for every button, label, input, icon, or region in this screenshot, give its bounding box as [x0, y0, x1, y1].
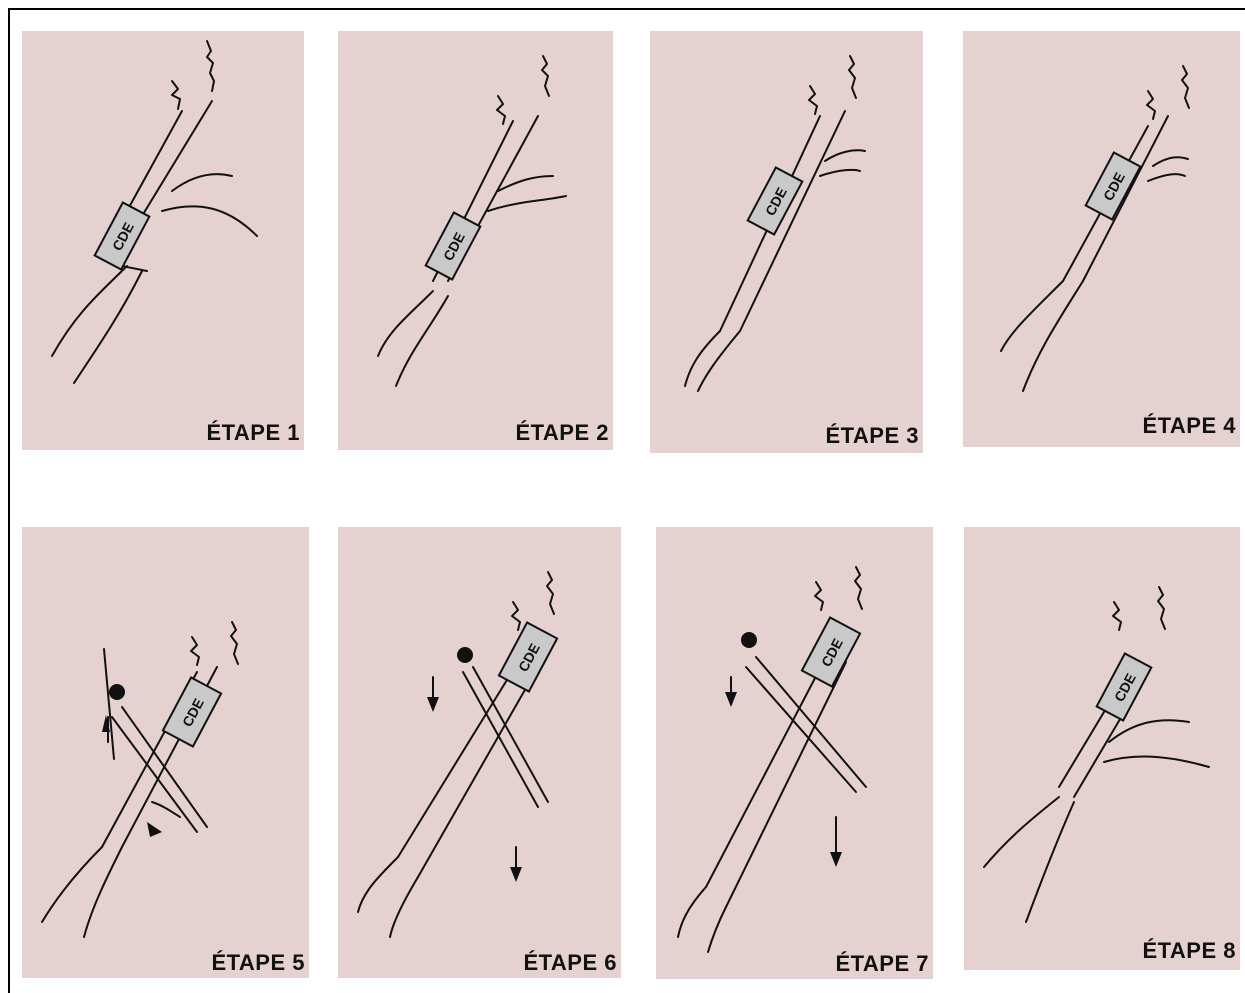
step-label-1: ÉTAPE 1: [206, 420, 300, 446]
step-label-6: ÉTAPE 6: [523, 950, 617, 976]
arrow-down-icon: [427, 697, 439, 712]
step-panel-6: CDE ÉTAPE 6: [338, 527, 621, 978]
step-label-4: ÉTAPE 4: [1142, 413, 1236, 439]
step-label-3: ÉTAPE 3: [825, 423, 919, 449]
bird-leg-banding-illustration-7: CDE: [656, 527, 933, 979]
step-panel-1: CDE ÉTAPE 1: [22, 31, 304, 450]
bird-leg-banding-illustration-5: CDE: [22, 527, 309, 978]
step-panel-5: CDE ÉTAPE 5: [22, 527, 309, 978]
matchstick-head-icon: [457, 647, 473, 663]
arrow-down-icon: [830, 852, 842, 867]
step-panel-8: CDE ÉTAPE 8: [964, 527, 1240, 970]
arrow-down-icon: [725, 692, 737, 707]
step-label-8: ÉTAPE 8: [1142, 938, 1236, 964]
matchstick-head-icon: [109, 684, 125, 700]
bird-leg-banding-illustration-1: CDE: [22, 31, 304, 450]
bird-leg-banding-illustration-6: CDE: [338, 527, 621, 978]
step-panel-2: CDE ÉTAPE 2: [338, 31, 613, 450]
step-panel-4: CDE ÉTAPE 4: [963, 31, 1240, 447]
arrow-down-icon: [510, 867, 522, 882]
step-panel-3: CDE ÉTAPE 3: [650, 31, 923, 453]
step-label-7: ÉTAPE 7: [835, 951, 929, 977]
bird-leg-banding-illustration-3: CDE: [650, 31, 923, 453]
bird-leg-banding-illustration-4: CDE: [963, 31, 1240, 447]
matchstick-head-icon: [741, 632, 757, 648]
step-panel-7: CDE ÉTAPE 7: [656, 527, 933, 979]
step-label-5: ÉTAPE 5: [211, 950, 305, 976]
arrow-icon: [147, 822, 162, 837]
step-label-2: ÉTAPE 2: [515, 420, 609, 446]
bird-leg-banding-illustration-8: CDE: [964, 527, 1240, 970]
bird-leg-banding-illustration-2: CDE: [338, 31, 613, 450]
